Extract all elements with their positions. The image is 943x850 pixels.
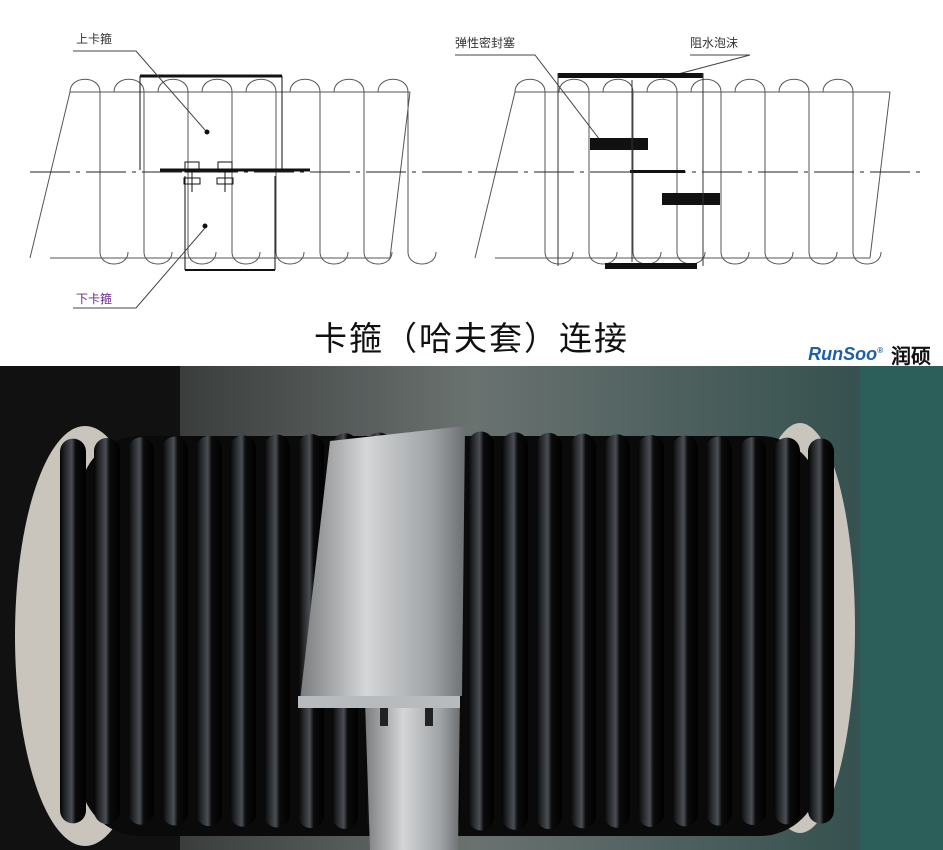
label-elastic-seal: 弹性密封塞 <box>455 36 516 50</box>
label-water-foam: 阻水泡沫 <box>690 36 739 50</box>
upper-clamp <box>139 74 310 172</box>
lower-clamp-band <box>365 696 460 850</box>
brand-name-cn: 润硕 <box>891 344 931 368</box>
pipe-rib <box>128 437 154 825</box>
seal-blocks <box>558 73 720 269</box>
brand-logo: RunSoo® 润硕 <box>808 340 931 369</box>
pipe-rib <box>638 434 664 828</box>
pipe-rib <box>536 432 562 830</box>
pipe-rib <box>468 431 494 831</box>
pipe-rib <box>230 435 256 827</box>
lower-clamp <box>184 176 276 271</box>
pipe-rib <box>162 436 188 826</box>
pipe-rib <box>60 438 86 824</box>
pipe-rib <box>196 435 222 827</box>
pipe-rib <box>808 438 834 824</box>
clamp-bolts <box>183 161 234 192</box>
pipe-rib <box>604 434 630 828</box>
pipe-edge <box>495 91 891 259</box>
upper-clamp-band <box>300 426 465 701</box>
clamp-connection-diagram <box>29 50 925 309</box>
pipe-edge <box>50 91 411 259</box>
pipe-rib <box>264 434 290 828</box>
pipe-rib <box>774 437 800 825</box>
pipe-rib <box>706 436 732 826</box>
pipe-rib <box>570 433 596 829</box>
label-upper-clamp: 上卡箍 <box>76 32 113 46</box>
pipe-rib <box>502 432 528 830</box>
pipe-rib <box>94 437 120 825</box>
brand-name-en: RunSoo® <box>808 344 883 364</box>
pipe-rib <box>672 435 698 827</box>
product-photo <box>0 366 943 850</box>
label-lower-clamp: 下卡箍 <box>76 292 113 306</box>
caption: 卡箍（哈夫套）连接 <box>314 319 629 358</box>
pipe-rib <box>740 437 766 825</box>
